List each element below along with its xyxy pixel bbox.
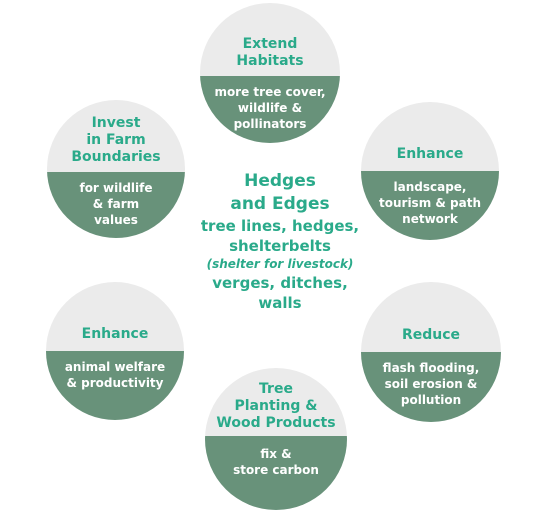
detail-line: flash flooding, <box>382 361 480 375</box>
detail-line: pollution <box>400 393 462 407</box>
detail-line: more tree cover, <box>214 84 326 99</box>
enhance-landscape-heading: Enhance <box>361 102 499 171</box>
detail-line: values <box>94 212 138 227</box>
center-note: (shelter for livestock) <box>206 257 354 271</box>
detail-line: animal welfare <box>64 360 166 374</box>
extend-habitats-heading: Extend Habitats <box>200 3 340 76</box>
tree-planting-heading: Tree Planting & Wood Products <box>205 368 347 436</box>
detail-line: fix & <box>260 447 292 462</box>
heading-line: Planting & <box>234 398 318 415</box>
enhance-welfare-detail: animal welfare & productivity <box>46 351 184 420</box>
detail-line: network <box>402 212 458 226</box>
tree-planting-circle: Tree Planting & Wood Products fix & stor… <box>205 368 347 510</box>
reduce-detail: flash flooding, soil erosion & pollution <box>361 352 501 422</box>
heading-line: Tree <box>259 381 293 398</box>
invest-boundaries-circle: Invest in Farm Boundaries for wildlife &… <box>47 100 185 238</box>
center-line: tree lines, hedges, <box>200 217 360 235</box>
tree-planting-detail: fix & store carbon <box>205 436 347 510</box>
heading-line: Enhance <box>81 326 149 342</box>
reduce-heading: Reduce <box>361 282 501 352</box>
center-title-line: Hedges <box>244 171 316 191</box>
enhance-welfare-circle: Enhance animal welfare & productivity <box>46 282 184 420</box>
detail-line: tourism & path <box>379 196 481 210</box>
center-line: walls <box>258 294 302 312</box>
enhance-welfare-heading: Enhance <box>46 282 184 351</box>
center-text: Hedges and Edges tree lines, hedges, she… <box>170 170 390 313</box>
center-title-line: and Edges <box>230 194 330 214</box>
detail-line: & productivity <box>66 376 164 390</box>
extend-habitats-circle: Extend Habitats more tree cover, wildlif… <box>200 3 340 143</box>
heading-line: Reduce <box>401 327 461 343</box>
detail-line: & farm <box>92 196 140 211</box>
heading-line: Wood Products <box>216 415 336 432</box>
center-line: verges, ditches, <box>212 274 348 292</box>
heading-line: Enhance <box>396 146 464 162</box>
detail-line: pollinators <box>233 116 307 131</box>
detail-line: for wildlife <box>79 180 153 195</box>
extend-habitats-detail: more tree cover, wildlife & pollinators <box>200 75 340 143</box>
detail-line: landscape, <box>393 180 467 194</box>
heading-line: Habitats <box>236 52 304 69</box>
center-title: Hedges and Edges <box>170 170 390 216</box>
invest-boundaries-heading: Invest in Farm Boundaries <box>47 100 185 172</box>
heading-line: in Farm <box>86 131 146 148</box>
center-line: shelterbelts <box>229 237 331 255</box>
invest-boundaries-detail: for wildlife & farm values <box>47 171 185 238</box>
heading-line: Invest <box>91 114 141 131</box>
heading-line: Extend <box>242 35 298 52</box>
detail-line: soil erosion & <box>384 377 478 391</box>
heading-line: Boundaries <box>71 148 161 165</box>
detail-line: store carbon <box>233 463 319 478</box>
detail-line: wildlife & <box>237 100 303 115</box>
